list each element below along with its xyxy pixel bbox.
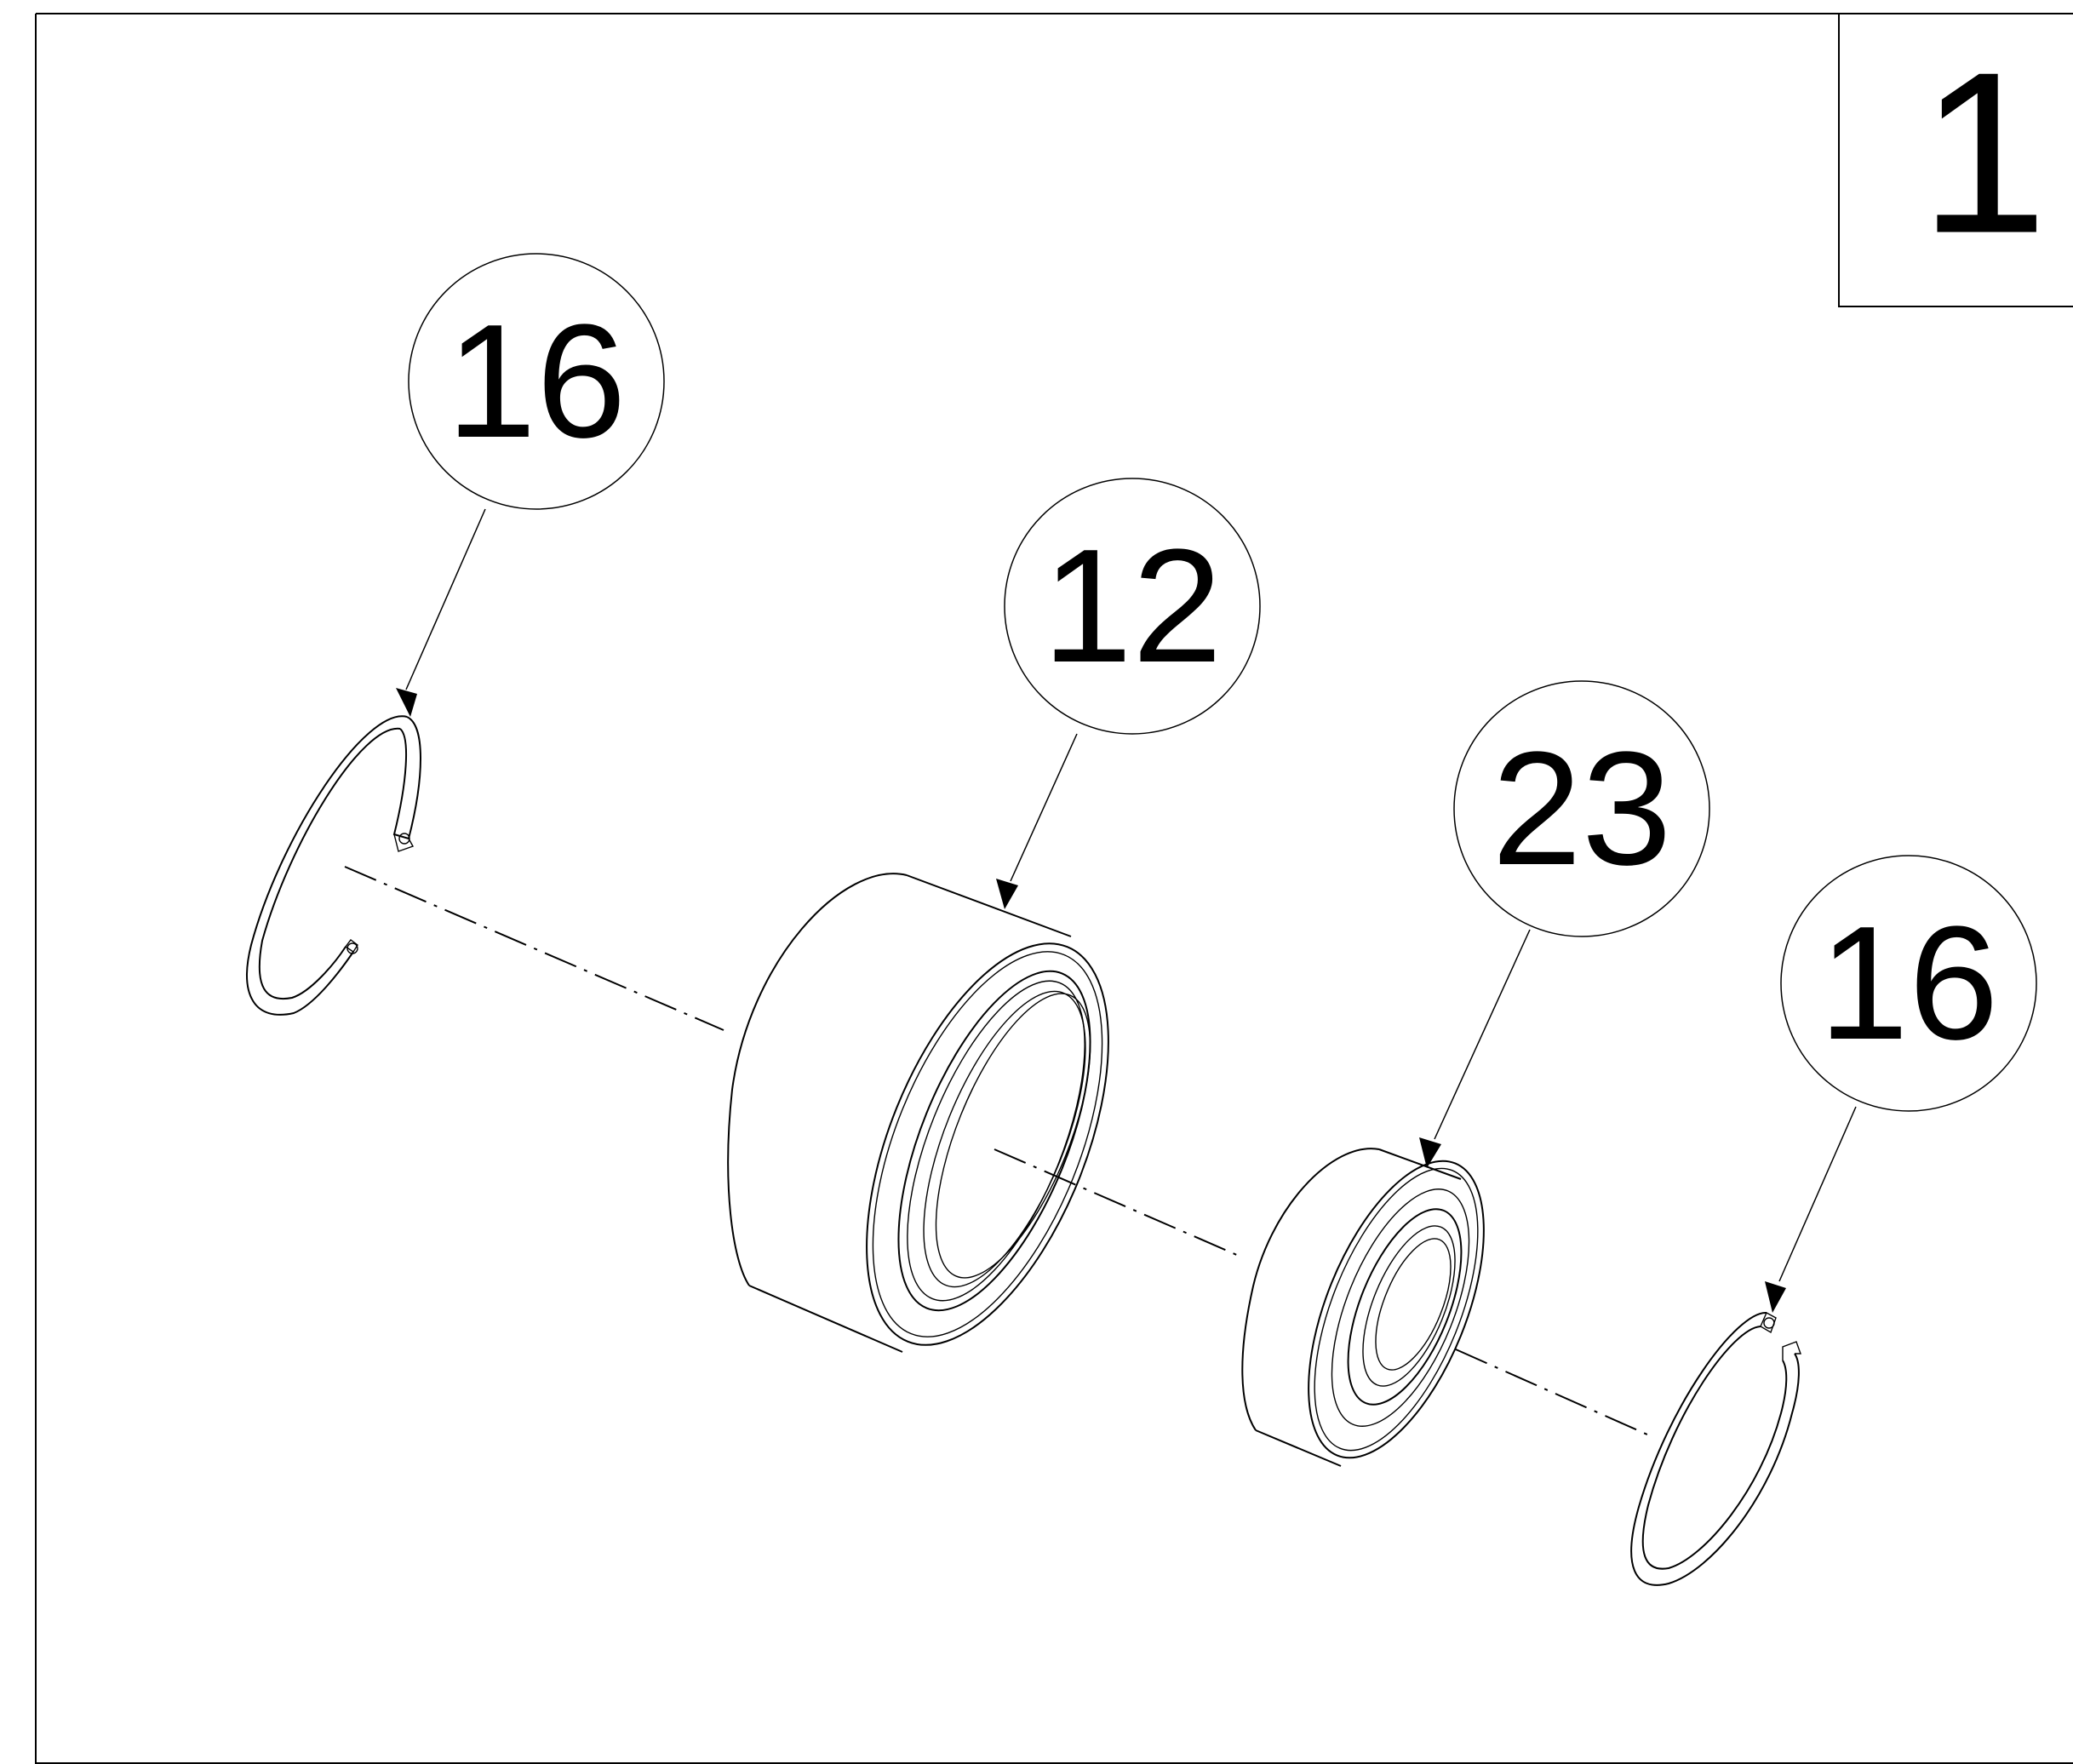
- retaining-ring-left-part: [246, 715, 421, 1016]
- sheet-number: 1: [1920, 26, 2047, 282]
- ball-bearing-part: [1241, 1148, 1485, 1467]
- callout-retaining-ring-left: 16: [396, 253, 665, 717]
- retaining-ring-right-part: [1630, 1311, 1801, 1586]
- callout-retaining-ring-right: 16: [1765, 855, 2037, 1313]
- drawing-frame: [35, 13, 2073, 1764]
- outer-bearing-sleeve-part: [727, 873, 1109, 1353]
- assembly-axis: [344, 866, 1648, 1435]
- callout-label: 16: [1818, 893, 1998, 1074]
- sheet-number-box: 1: [1838, 14, 2073, 307]
- callout-balloon: [1004, 478, 1261, 735]
- callout-label: 12: [1042, 516, 1222, 696]
- callout-balloon: [1453, 680, 1710, 937]
- callout-balloon: [1780, 855, 2037, 1112]
- callout-balloon: [408, 253, 665, 510]
- callout-label: 23: [1492, 719, 1671, 899]
- callout-outer-bearing-sleeve: 12: [996, 478, 1261, 909]
- callout-label: 16: [446, 291, 626, 472]
- callout-ball-bearing: 23: [1419, 680, 1710, 1168]
